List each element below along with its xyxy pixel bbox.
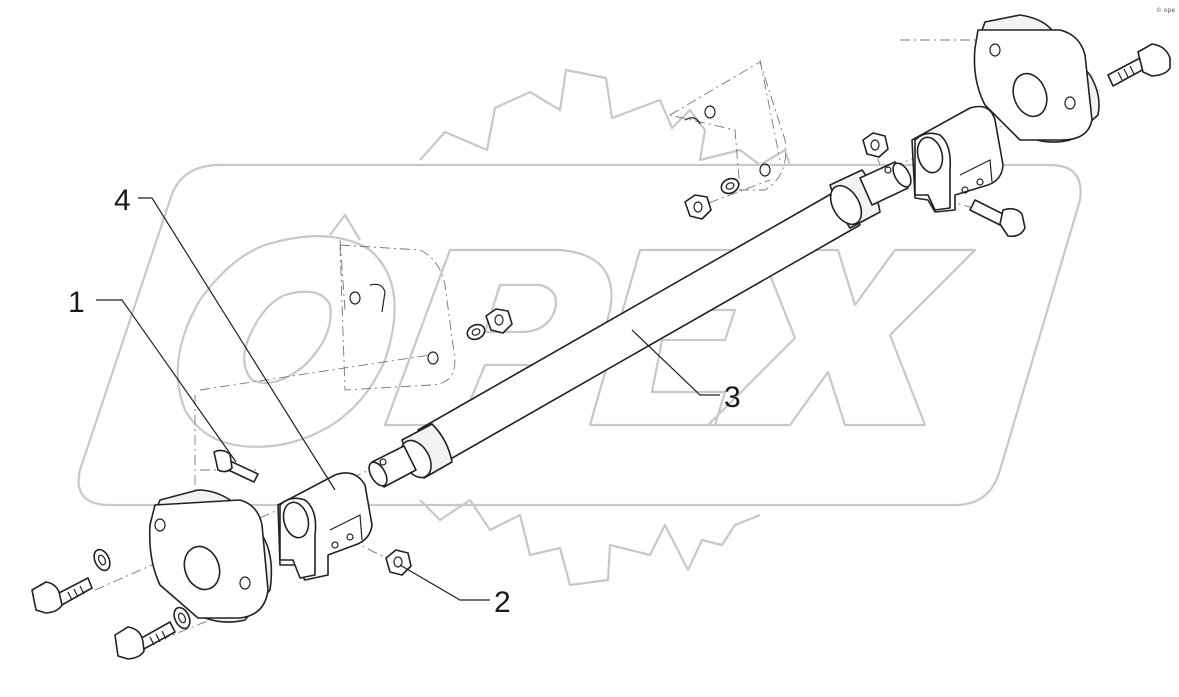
washer-lower-left-2 [173, 606, 191, 630]
callout-2: 2 [494, 586, 511, 619]
watermark-gear-outline [329, 68, 792, 587]
leader-1 [96, 299, 237, 463]
watermark-letter-o [176, 235, 396, 448]
right-support-bracket [668, 61, 787, 191]
right-bearing-housing [911, 105, 1004, 213]
leader-lines [96, 197, 720, 601]
left-bearing-housing-part-4 [277, 472, 373, 581]
nut-part-2 [385, 549, 412, 576]
callout-4: 4 [114, 184, 131, 217]
washer-right-bracket [720, 177, 740, 195]
washer-left-bracket [466, 323, 486, 341]
bolt-left-small [213, 449, 259, 483]
bolt-lower-left-2 [114, 621, 176, 660]
leader-4 [138, 197, 336, 491]
bolt-upper-right [1107, 43, 1171, 87]
leader-3 [631, 329, 720, 396]
corner-copyright-mark: © ope [1156, 7, 1175, 14]
right-flange-plate [973, 14, 1100, 143]
bolt-lower-left-1 [31, 577, 93, 614]
nut-right-bracket [684, 194, 712, 220]
watermark-letter-x [706, 248, 977, 427]
callout-3: 3 [724, 381, 741, 414]
callout-1: 1 [68, 286, 85, 319]
nut-right-housing [862, 132, 889, 158]
opex-watermark-logo [77, 68, 1082, 587]
left-support-bracket [339, 244, 456, 391]
left-flange-plate [148, 489, 273, 623]
shaft-assembly-part-3 [368, 161, 912, 488]
washer-lower-left-1 [93, 548, 111, 572]
leader-2 [399, 564, 490, 601]
watermark-badge-outline [77, 163, 1082, 507]
bolt-right-small [969, 199, 1026, 238]
nut-left-bracket [485, 308, 513, 334]
